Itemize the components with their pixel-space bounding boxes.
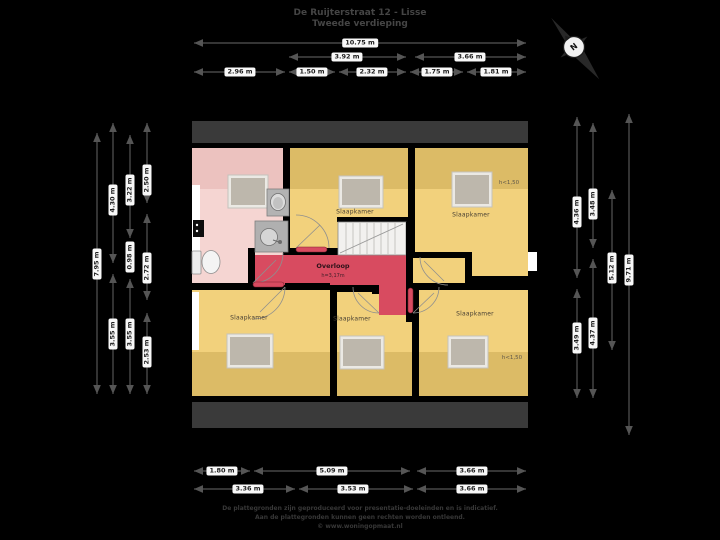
roof-band-bottom	[192, 402, 528, 428]
room-label-bottom-left: Slaapkamer	[230, 314, 268, 322]
dim-label: 3.92 m	[331, 52, 363, 62]
dim-label: 0.98 m	[125, 241, 135, 273]
room-label-top-right: Slaapkamer	[452, 211, 490, 219]
roof-band-top	[192, 121, 528, 143]
dim-label: 9.71 m	[624, 254, 634, 286]
footer-disclaimer-line2: Aan de plattegronden kunnen geen rechten…	[255, 514, 465, 521]
dim-label: 5.09 m	[316, 466, 348, 476]
dim-label: 3.66 m	[456, 466, 488, 476]
dim-label: 5.12 m	[607, 252, 617, 284]
room-label-bottom-right: Slaapkamer	[456, 310, 494, 318]
compass-icon	[551, 17, 600, 80]
dim-label: 4.30 m	[108, 184, 118, 216]
room-note-bottom-right: h<1,50	[501, 355, 523, 361]
dim-label: 4.36 m	[572, 196, 582, 228]
dim-label: 3.53 m	[337, 484, 369, 494]
dim-label: 2.72 m	[142, 252, 152, 284]
sink	[266, 188, 290, 217]
skylights	[226, 171, 493, 370]
room-note-top-right: h<1,50	[498, 180, 520, 186]
dim-label: 1.81 m	[480, 67, 512, 77]
dim-label: 2.32 m	[356, 67, 388, 77]
dim-label: 3.66 m	[454, 52, 486, 62]
room-label-hallway: Overloop	[316, 262, 350, 270]
page-subtitle: Tweede verdieping	[312, 19, 408, 29]
dim-label: 10.75 m	[342, 38, 378, 48]
dim-label: 4.37 m	[588, 317, 598, 349]
toilet	[191, 250, 221, 275]
dim-label: 3.55 m	[125, 318, 135, 350]
dim-label: 1.50 m	[296, 67, 328, 77]
room-note-hallway-height: h=3,17m	[321, 273, 345, 279]
dim-label: 3.22 m	[125, 174, 135, 206]
dim-label: 3.55 m	[108, 318, 118, 350]
dim-label: 2.53 m	[142, 336, 152, 368]
dim-label: 1.75 m	[421, 67, 453, 77]
washbasin	[254, 220, 289, 253]
footer-disclaimer-line1: De plattegronden zijn geproduceerd voor …	[222, 505, 498, 512]
dim-label: 7.95 m	[92, 248, 102, 280]
door-arcs	[252, 214, 449, 320]
dim-label: 3.36 m	[232, 484, 264, 494]
footer-copyright: © www.woningopmaat.nl	[317, 523, 403, 530]
room-label-top-middle: Slaapkamer	[336, 208, 374, 216]
door-leaves	[252, 246, 414, 314]
wall-panel	[193, 220, 204, 237]
dim-label: 3.49 m	[572, 322, 582, 354]
page-title: De Ruijterstraat 12 - Lisse	[293, 8, 427, 18]
staircase	[337, 217, 408, 256]
floorplan-walls-and-rooms	[183, 112, 537, 437]
room-label-bottom-middle: Slaapkamer	[333, 315, 371, 323]
dim-label: 2.50 m	[142, 164, 152, 196]
dim-label: 2.96 m	[224, 67, 256, 77]
dim-label: 1.80 m	[206, 466, 238, 476]
dim-label: 3.48 m	[588, 188, 598, 220]
dim-label: 3.66 m	[456, 484, 488, 494]
